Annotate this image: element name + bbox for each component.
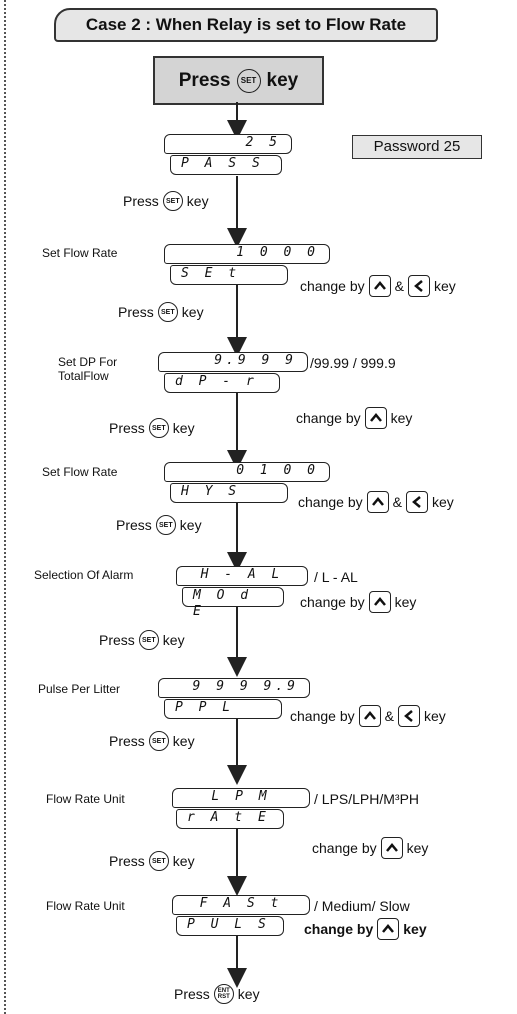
display-top-mode: H - A L bbox=[176, 566, 308, 586]
display-top-rate: L P M bbox=[172, 788, 310, 808]
display-bottom-dp: d P - r bbox=[164, 373, 280, 393]
display-top-pass: 2 5 bbox=[164, 134, 292, 154]
display-top-hys: 0 1 0 0 bbox=[164, 462, 330, 482]
start-step-box: Press SET key bbox=[153, 56, 324, 105]
rate-unit-options: / LPS/LPH/M³PH bbox=[314, 791, 420, 807]
label-flow-rate-unit: Flow Rate Unit bbox=[46, 792, 125, 806]
label-selection-of-alarm: Selection Of Alarm bbox=[34, 568, 134, 582]
dp-options: /99.99 / 999.9 bbox=[310, 355, 396, 371]
display-bottom-mode: M O d E bbox=[182, 587, 284, 619]
display-bottom-puls: P U L S bbox=[176, 916, 284, 936]
up-key-icon bbox=[358, 705, 381, 727]
left-key-icon bbox=[397, 705, 420, 727]
change-by-row-3: change by&key bbox=[298, 491, 454, 513]
up-key-icon bbox=[368, 591, 391, 613]
up-key-icon bbox=[368, 275, 391, 297]
display-bottom-rate: r A t E bbox=[176, 809, 284, 829]
label-flow-rate-unit-2: Flow Rate Unit bbox=[46, 899, 125, 913]
set-key-icon: SET bbox=[148, 731, 169, 751]
password-note: Password 25 bbox=[352, 135, 482, 159]
change-by-row-5: change by&key bbox=[290, 705, 446, 727]
up-key-icon bbox=[366, 491, 389, 513]
display-bottom-set: S E t bbox=[170, 265, 288, 285]
start-press-label: Press bbox=[178, 69, 231, 91]
display-top-dp: 9.9 9 9 bbox=[158, 352, 308, 372]
up-key-icon bbox=[364, 407, 387, 429]
set-key-icon: SET bbox=[155, 515, 176, 535]
alarm-options: / L - AL bbox=[314, 569, 358, 585]
left-dotted-border bbox=[4, 0, 6, 1014]
set-key-icon: SET bbox=[162, 191, 183, 211]
label-set-flow-rate: Set Flow Rate bbox=[42, 246, 118, 260]
label-set-dp: Set DP For TotalFlow bbox=[58, 355, 118, 383]
display-top-ppl: 9 9 9 9.9 bbox=[158, 678, 310, 698]
speed-options: / Medium/ Slow bbox=[314, 898, 410, 914]
display-bottom-ppl: P P L bbox=[164, 699, 282, 719]
up-key-icon bbox=[377, 918, 400, 940]
display-top-puls: F A S t bbox=[172, 895, 310, 915]
set-key-icon: SET bbox=[236, 68, 261, 93]
set-key-icon: SET bbox=[157, 302, 178, 322]
page-title: Case 2 : When Relay is set to Flow Rate bbox=[54, 8, 438, 42]
set-key-icon: SET bbox=[148, 851, 169, 871]
set-key-icon: SET bbox=[148, 418, 169, 438]
start-key-label: key bbox=[266, 69, 299, 91]
left-key-icon bbox=[405, 491, 428, 513]
display-bottom-hys: H Y S bbox=[170, 483, 288, 503]
label-pulse-per-litter: Pulse Per Litter bbox=[38, 682, 121, 696]
up-key-icon bbox=[380, 837, 403, 859]
set-key-icon: SET bbox=[138, 630, 159, 650]
change-by-row-1: change by&key bbox=[300, 275, 456, 297]
display-top-set: 1 0 0 0 bbox=[164, 244, 330, 264]
label-set-flow-rate-hys: Set Flow Rate bbox=[42, 465, 118, 479]
left-key-icon bbox=[407, 275, 430, 297]
display-bottom-pass: P A S S bbox=[170, 155, 282, 175]
